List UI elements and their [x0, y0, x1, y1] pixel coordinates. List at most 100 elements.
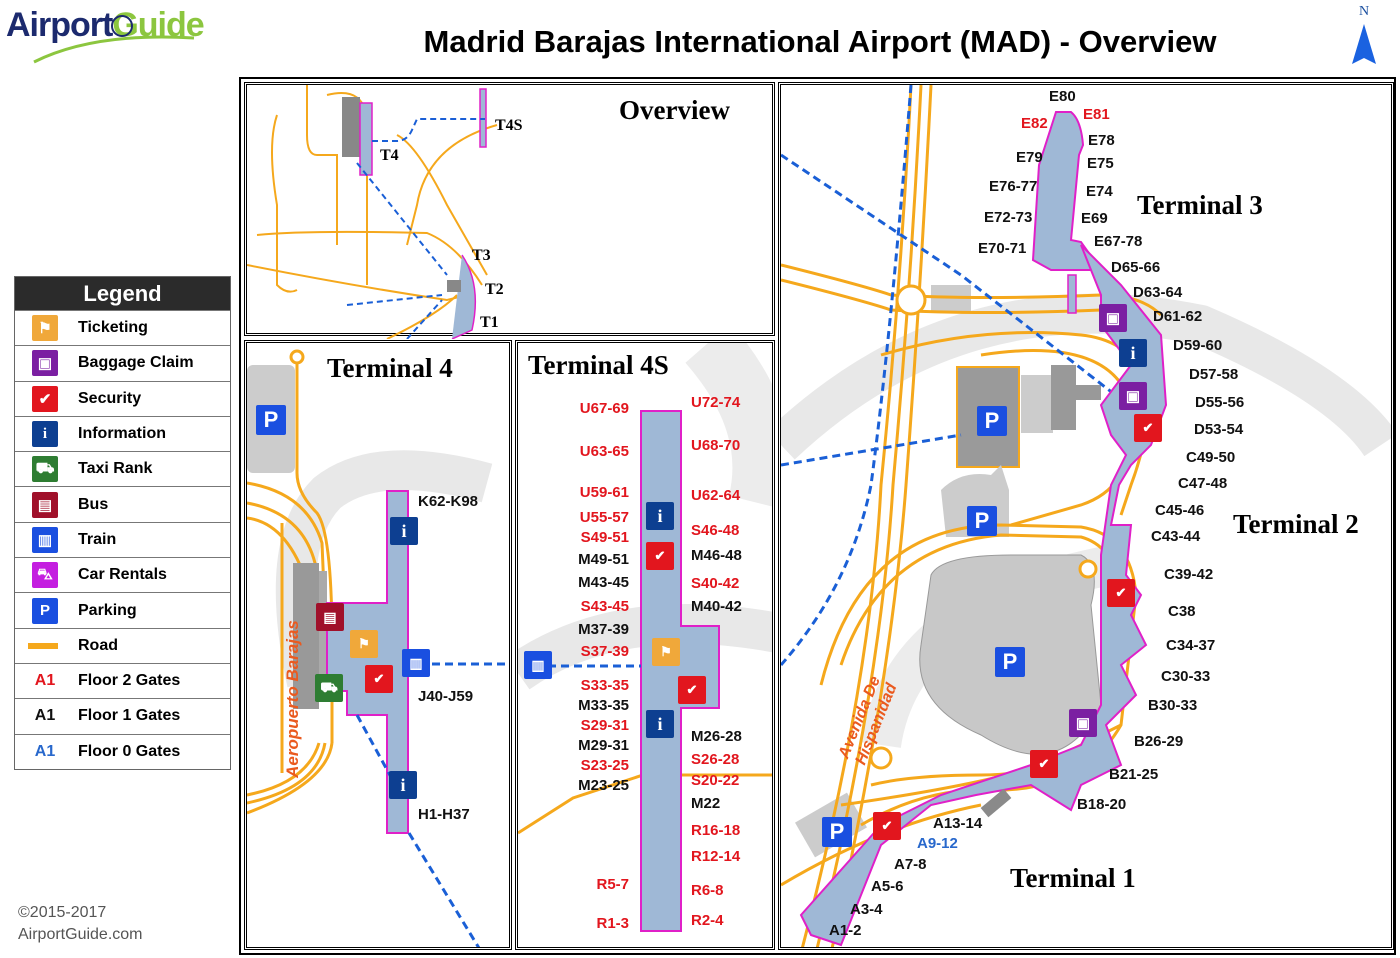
gate-label: S29-31: [580, 717, 629, 734]
legend-panel: Legend ⚑Ticketing▣Baggage Claim✔Security…: [14, 276, 231, 770]
gate-label: C47-48: [1178, 475, 1228, 492]
gate-label: R2-4: [691, 912, 724, 929]
gate-label: R5-7: [596, 876, 629, 893]
gate-label: D57-58: [1189, 366, 1239, 383]
gate-label: D59-60: [1173, 337, 1223, 354]
security-icon: ✔: [365, 665, 393, 693]
copyright: ©2015-2017 AirportGuide.com: [18, 902, 143, 946]
legend-label: Road: [78, 636, 118, 654]
legend-label: Train: [78, 530, 117, 548]
gate-label: A7-8: [894, 856, 927, 873]
legend-label: Information: [78, 425, 166, 443]
overview-panel: Overview T4S T4 T3 T2 T1: [244, 82, 775, 339]
taxi-icon: ⛟: [32, 456, 58, 483]
taxi-icon: ⛟: [315, 674, 343, 702]
page-title: Madrid Barajas International Airport (MA…: [423, 24, 1217, 59]
gate-label: B26-29: [1134, 733, 1184, 750]
gate-label: A3-4: [850, 901, 883, 918]
legend-item-car-rentals: ⛍ Car Rentals: [15, 557, 230, 592]
gate-label: M43-45: [578, 574, 629, 591]
overview-label-t1: T1: [480, 314, 499, 331]
security-icon: ✔: [1134, 414, 1162, 442]
legend-gate-sample: A1: [34, 742, 56, 760]
car-rental-icon: ⛍: [32, 562, 58, 589]
gate-label: S37-39: [580, 643, 629, 660]
gate-label: E75: [1087, 155, 1114, 172]
overview-label-t4: T4: [380, 147, 399, 164]
legend-label: Taxi Rank: [78, 460, 153, 478]
gate-label: A5-6: [871, 878, 904, 895]
parking-icon: P: [256, 405, 286, 435]
gate-label: S43-45: [580, 598, 629, 615]
gate-label: U63-65: [579, 443, 629, 460]
gate-label: B21-25: [1109, 766, 1159, 783]
legend-item-bus: ▤Bus: [15, 486, 230, 521]
parking-icon: P: [995, 647, 1025, 677]
gate-label: J40-J59: [418, 688, 474, 705]
gate-label: S20-22: [691, 772, 740, 789]
copyright-site: AirportGuide.com: [18, 926, 143, 943]
gate-label: E67-78: [1094, 233, 1143, 250]
parking-icon: P: [32, 597, 58, 624]
overview-map: [247, 85, 498, 339]
gate-label: E69: [1081, 210, 1108, 227]
legend-item-floor-gates: A1 Floor 0 Gates: [15, 733, 230, 769]
gate-label: E79: [1016, 149, 1043, 166]
gate-label: E76-77: [989, 178, 1038, 195]
gate-label: M29-31: [578, 737, 629, 754]
gate-label: D61-62: [1153, 308, 1203, 325]
terminal1-title: Terminal 1: [1010, 863, 1136, 893]
gate-label: E82: [1021, 115, 1048, 132]
legend-item-ticketing: ⚑ Ticketing: [15, 310, 230, 345]
copyright-years: ©2015-2017: [18, 904, 107, 921]
terminal4-title: Terminal 4: [327, 353, 453, 383]
legend-label: Ticketing: [78, 319, 148, 337]
gate-label: E70-71: [978, 240, 1027, 257]
gate-label: C34-37: [1166, 637, 1216, 654]
bus-icon: ▤: [32, 491, 58, 518]
legend-label: Baggage Claim: [78, 354, 194, 372]
terminal2-title: Terminal 2: [1233, 509, 1359, 539]
legend-label: Parking: [78, 601, 137, 619]
legend-label: Car Rentals: [78, 566, 167, 584]
legend-item-taxi-rank: ⛟ Taxi Rank: [15, 451, 230, 486]
legend-label: Floor 1 Gates: [78, 707, 181, 725]
train-icon: ▥: [524, 651, 552, 679]
legend-gate-sample: A1: [34, 672, 56, 690]
gate-label: D55-56: [1195, 394, 1245, 411]
gate-label: R12-14: [691, 848, 741, 865]
gate-label: U67-69: [579, 400, 629, 417]
gate-label: B30-33: [1148, 697, 1198, 714]
security-icon: ✔: [1107, 579, 1135, 607]
legend-item-parking: P Parking: [15, 592, 230, 627]
overview-label-t4s: T4S: [495, 117, 523, 134]
info-icon: i: [646, 710, 674, 738]
gate-label: D65-66: [1111, 259, 1161, 276]
road-icon: [28, 633, 58, 659]
gate-label: E78: [1088, 132, 1115, 149]
ticketing-icon: ⚑: [32, 315, 58, 342]
security-icon: ✔: [646, 542, 674, 570]
legend-label: Floor 0 Gates: [78, 742, 181, 760]
road-label-aeropuerto-barajas: Aeropuerto Barajas: [283, 620, 302, 778]
north-arrow-icon: [1352, 24, 1376, 64]
legend-label: Floor 2 Gates: [78, 672, 181, 690]
legend-item-floor-gates: A1 Floor 1 Gates: [15, 698, 230, 733]
bus-icon: ▤: [316, 603, 344, 631]
gate-label: C45-46: [1155, 502, 1205, 519]
gate-label: M37-39: [578, 621, 629, 638]
gate-label: E80: [1049, 88, 1076, 105]
baggage-icon: ▣: [32, 350, 58, 377]
gate-label: M49-51: [578, 551, 629, 568]
legend-item-floor-gates: A1 Floor 2 Gates: [15, 662, 230, 698]
terminals-123-panel: P P P P ▣ i ▣ ✔ ✔ ▣ ✔ ✔ Terminal 3 Termi…: [778, 82, 1394, 950]
legend-gate-sample: A1: [34, 707, 56, 725]
legend-item-baggage-claim: ▣ Baggage Claim: [15, 345, 230, 380]
ticketing-icon: ⚑: [652, 638, 680, 666]
logo-swoosh-icon: [33, 15, 195, 64]
gate-label: A9-12: [917, 835, 958, 852]
gate-label: A1-2: [829, 922, 862, 939]
gate-label: E81: [1083, 106, 1110, 123]
gate-label: R6-8: [691, 882, 724, 899]
